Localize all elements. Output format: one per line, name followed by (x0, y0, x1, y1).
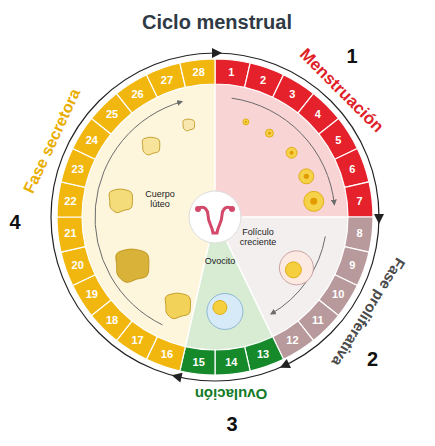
day-segment (245, 337, 284, 371)
day-number: 5 (335, 134, 341, 146)
day-number: 14 (225, 356, 237, 368)
cycle-arrowhead (374, 214, 384, 224)
day-number: 6 (349, 163, 355, 175)
day-number: 4 (315, 108, 321, 120)
day-number: 9 (349, 259, 355, 271)
stage-label: Folículo creciente (232, 228, 284, 248)
day-number: 3 (289, 88, 295, 100)
day-segment (345, 182, 373, 217)
cycle-arrowhead (171, 370, 183, 382)
centre-disc (189, 191, 241, 243)
follicle-core (268, 132, 271, 135)
oocyte (213, 300, 227, 314)
luteal-arrow (95, 102, 182, 325)
follicle (304, 191, 324, 211)
day-number: 23 (72, 163, 84, 175)
follicle-core (245, 121, 247, 123)
growth-arrow (232, 98, 335, 204)
day-number: 28 (193, 66, 205, 78)
day-segment (146, 63, 185, 97)
day-number: 21 (64, 227, 76, 239)
ovary-icon (229, 206, 235, 212)
stage-label: Ovocito (205, 257, 236, 267)
phase-divider (214, 84, 216, 190)
day-number: 1 (228, 66, 234, 78)
phase-label: Ovulación (194, 386, 267, 403)
day-segment (335, 148, 369, 187)
day-number: 10 (332, 288, 344, 300)
cycle-line (51, 53, 379, 381)
corpus-luteum (165, 293, 190, 318)
day-segment (57, 217, 85, 252)
follicle-core (304, 174, 309, 179)
day-number: 19 (86, 288, 98, 300)
growing-follicle (279, 251, 313, 285)
day-number: 17 (131, 334, 143, 346)
corpus-luteum (183, 119, 195, 131)
menstruation-sector (215, 84, 348, 217)
day-number: 15 (193, 356, 205, 368)
diagram-title: Ciclo menstrual (142, 11, 292, 33)
stage-label: Cuerpo lúteo (139, 190, 181, 210)
day-number: 25 (106, 108, 118, 120)
day-number: 18 (106, 314, 118, 326)
day-number: 2 (260, 74, 266, 86)
day-number: 13 (257, 348, 269, 360)
callout-number: 2 (367, 348, 378, 370)
oocyte-corona (207, 293, 243, 329)
day-number: 11 (312, 314, 324, 326)
day-segment (57, 182, 85, 217)
corpus-luteum (109, 189, 132, 213)
day-number: 26 (131, 88, 143, 100)
uterus-icon (199, 207, 231, 233)
follicle (286, 147, 297, 158)
day-segment (180, 347, 215, 375)
day-segment (180, 59, 215, 87)
follicle (265, 129, 273, 137)
day-number: 7 (357, 195, 363, 207)
ovulation-arrow (271, 236, 325, 314)
follicle (299, 169, 314, 184)
day-segment (345, 217, 373, 252)
ovary-icon (195, 206, 201, 212)
day-number: 27 (161, 74, 173, 86)
day-segment (215, 59, 250, 87)
day-number: 22 (64, 195, 76, 207)
follicle-core (290, 151, 294, 155)
cycle-arrowhead (278, 359, 291, 372)
day-number: 20 (72, 259, 84, 271)
phase-divider (242, 216, 348, 218)
callout-number: 1 (346, 45, 357, 67)
callout-number: 4 (9, 211, 20, 233)
corpus-luteum (116, 249, 149, 282)
day-segment (215, 347, 250, 375)
follicle-core (310, 198, 317, 205)
day-segment (61, 247, 95, 286)
follicle-oocyte (285, 262, 301, 278)
corpus-luteum (142, 137, 160, 155)
day-number: 8 (357, 227, 363, 239)
callout-number: 3 (226, 413, 237, 435)
day-number: 24 (86, 134, 98, 146)
follicle (243, 119, 249, 125)
day-number: 16 (161, 348, 173, 360)
day-number: 12 (286, 334, 298, 346)
cycle-arrowhead (212, 48, 222, 58)
